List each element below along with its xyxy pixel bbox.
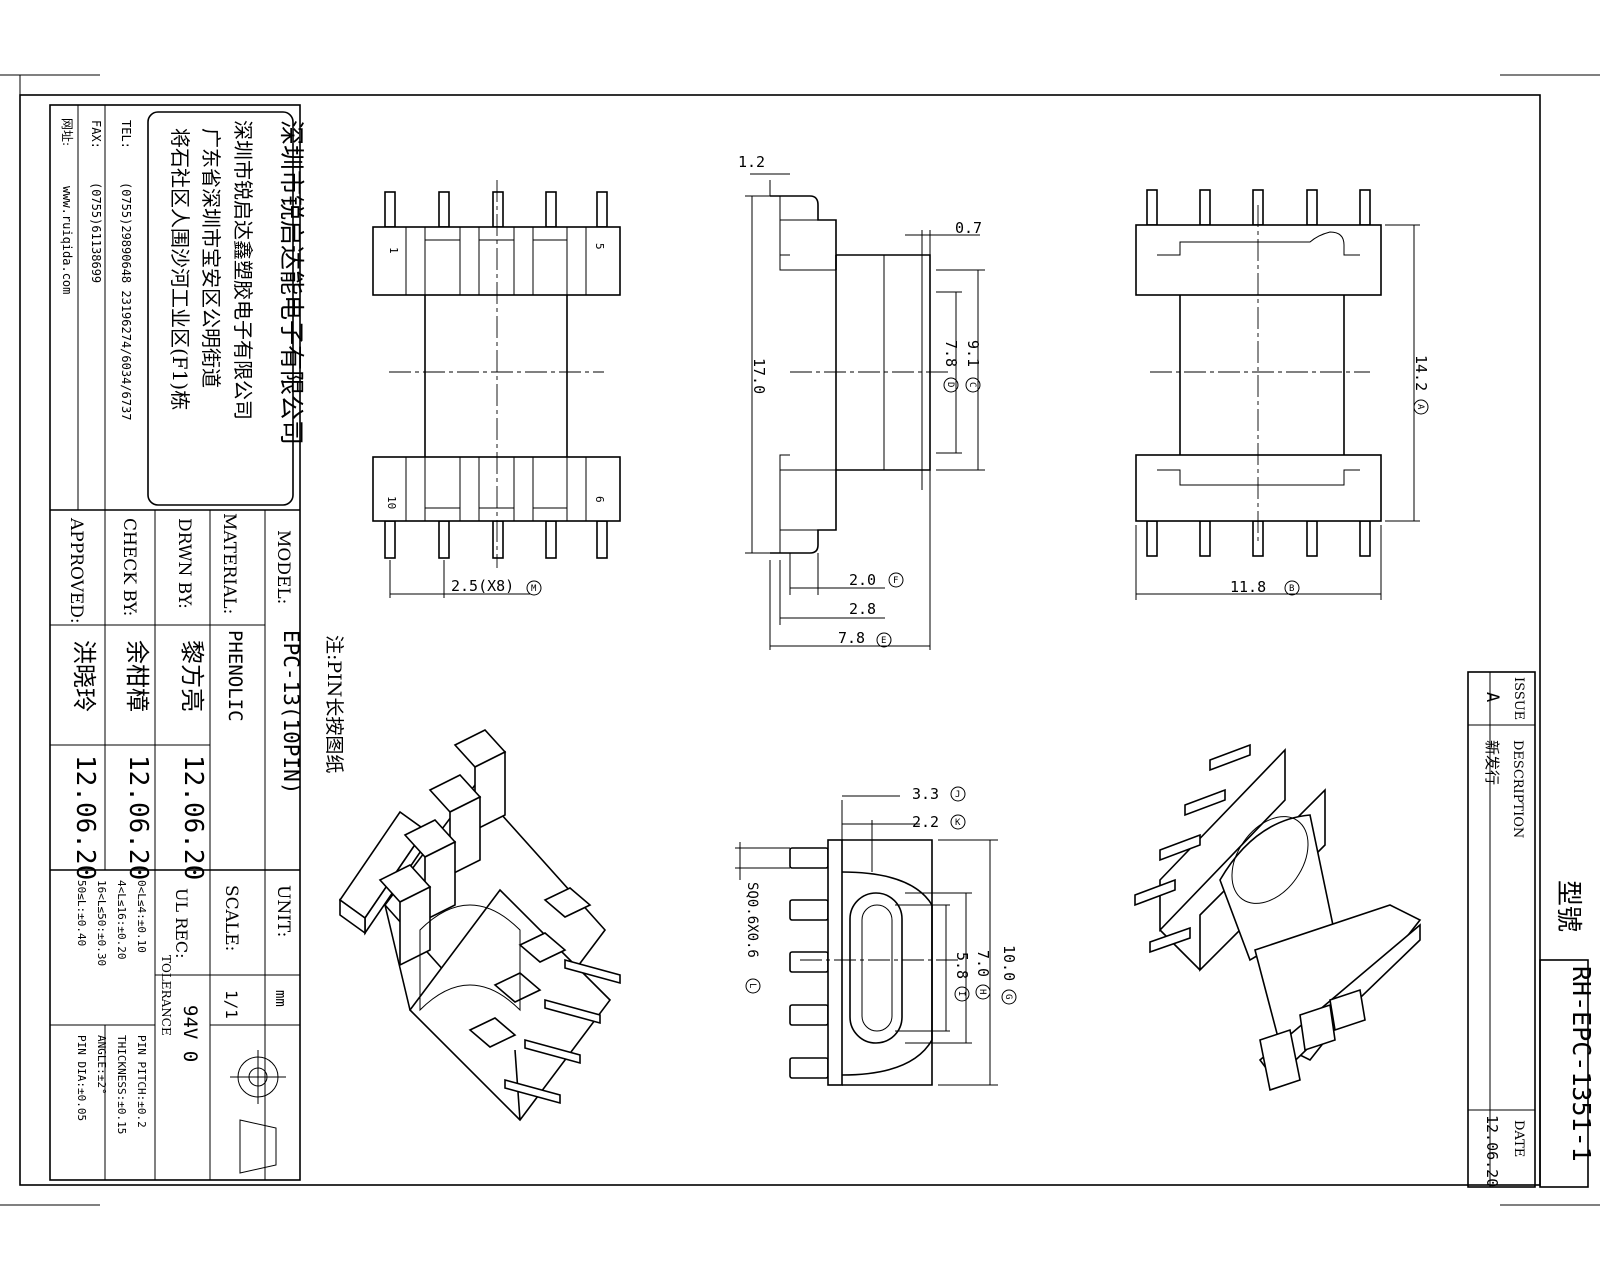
dim-3-3: 3.3 <box>912 785 939 803</box>
dim-tag-f: F <box>888 572 904 588</box>
model-no-value: RH-EPC-1351-1 <box>1567 966 1596 1162</box>
projection-symbol-icon <box>230 1050 286 1174</box>
unit-label: UNIT: <box>273 885 293 937</box>
pin-label-6: 6 <box>593 496 606 503</box>
web-label: 网址: <box>60 118 74 146</box>
dim-10-0: 10.0 <box>1000 945 1018 981</box>
pin-label-10: 10 <box>385 496 398 509</box>
dim-11-8: 11.8 <box>1230 578 1266 596</box>
date-label: DATE <box>1511 1120 1526 1157</box>
fax-label: FAX: <box>89 120 103 149</box>
date-value: 12.06.20 <box>1483 1115 1501 1187</box>
dim-2-8: 2.8 <box>849 600 876 618</box>
drawing-frame <box>19 94 1541 1186</box>
tol2-3: ANGLE:±2° <box>95 1035 108 1095</box>
dim-tag-m-text: M <box>531 584 537 594</box>
dim-tag-l: L <box>747 983 757 988</box>
tol2-4: PIN DIA:±0.05 <box>75 1035 88 1121</box>
dim-tag-b-text: B <box>1289 584 1294 594</box>
pin-note: 注:PIN长按图纸 <box>323 635 345 773</box>
approved-name: 洪晓玲 <box>70 640 98 712</box>
tel-label: TEL: <box>119 120 133 149</box>
approved-date: 12.06.20 <box>70 755 100 880</box>
company-name: 深圳市锐启达能电子有限公司 <box>277 120 306 445</box>
dim-tag-i: I <box>956 991 966 996</box>
sheet-corner-marks <box>0 74 1600 1206</box>
dim-tag-j: J <box>950 786 966 802</box>
isometric-view-right <box>1134 743 1422 1092</box>
view-bottom <box>1135 189 1420 600</box>
approved-label: APPROVED: <box>66 517 86 624</box>
title-block <box>49 104 301 1181</box>
tol2-1: PIN PITCH:±0.2 <box>135 1035 148 1128</box>
check-label: CHECK BY: <box>119 518 139 616</box>
dim-tag-k-text: K <box>955 818 961 828</box>
dim-2-0: 2.0 <box>849 571 876 589</box>
dim-tag-a: A <box>1415 404 1425 410</box>
model-label: MODEL: <box>273 530 293 604</box>
dim-17-0: 17.0 <box>750 358 768 394</box>
dim-sq: SQ0.6X0.6 <box>744 882 760 958</box>
issue-value: A <box>1482 692 1502 702</box>
web-value: www.ruiqida.com <box>60 186 74 294</box>
tol-2: 4<L≤16:±0.20 <box>115 880 128 959</box>
tol-1: 0<L≤4:±0.10 <box>135 880 148 953</box>
ul-value: 94V 0 <box>179 1005 201 1062</box>
factory-name: 深圳市锐启达鑫塑胶电子有限公司 <box>231 120 255 420</box>
tol2-2: THICKNESS:±0.15 <box>115 1035 128 1134</box>
address-line-1: 广东省深圳市宝安区公明街道 <box>199 128 223 388</box>
dim-14-2: 14.2 <box>1412 355 1430 391</box>
dim-7-8: 7.8 <box>942 340 960 367</box>
dim-pin-pitch: 2.5(X8) <box>451 577 514 595</box>
dim-0-7: 0.7 <box>955 219 982 237</box>
dim-tag-e-text: E <box>881 636 886 646</box>
scale-label: SCALE: <box>221 885 241 951</box>
revision-block <box>1467 671 1589 1188</box>
dim-1-2: 1.2 <box>738 153 765 171</box>
description-value: 新发行 <box>1483 740 1501 785</box>
tol-4: 50≤L:±0.40 <box>75 880 88 946</box>
address-line-2: 将石社区人围沙河工业区(F1)栋 <box>168 128 192 410</box>
dim-tag-f-text: F <box>893 576 898 586</box>
unit-value: mm <box>272 990 288 1007</box>
tolerance-label: TOLERANCE <box>159 955 173 1036</box>
pin-label-1: 1 <box>387 247 400 254</box>
dim-tag-m: M <box>526 580 542 596</box>
dim-tag-h: H <box>977 989 987 994</box>
view-end <box>735 795 998 1086</box>
dim-2-2: 2.2 <box>912 813 939 831</box>
scale-value: 1/1 <box>222 990 241 1019</box>
check-name: 余柑樟 <box>123 640 151 712</box>
model-no-label: 型號 <box>1553 880 1583 932</box>
tol-3: 16<L≤50:±0.30 <box>95 880 108 966</box>
isometric-view-left <box>338 729 621 1122</box>
description-label: DESCRIPTION <box>1510 740 1525 838</box>
dim-5-8: 5.8 <box>953 952 971 979</box>
issue-label: ISSUE <box>1511 677 1526 720</box>
dim-tag-c: C <box>967 382 977 387</box>
dim-tag-b: B <box>1284 580 1300 596</box>
material-value: PHENOLIC <box>224 630 246 722</box>
drwn-name: 黎方亮 <box>178 640 206 712</box>
material-label: MATERIAL: <box>219 513 239 614</box>
view-side <box>745 173 985 650</box>
dim-tag-e: E <box>876 632 892 648</box>
check-date: 12.06.20 <box>123 755 153 880</box>
ul-label: UL REC: <box>172 888 191 959</box>
dim-tag-k: K <box>950 814 966 830</box>
dim-7-0: 7.0 <box>974 950 992 977</box>
drwn-label: DRWN BY: <box>174 518 194 609</box>
drwn-date: 12.06.20 <box>178 755 208 880</box>
dim-tag-j-text: J <box>955 790 960 800</box>
fax-value: (0755)61138699 <box>89 182 103 283</box>
tel-value: (0755)29890648 23196274/6034/6737 <box>119 182 133 420</box>
pin-label-5: 5 <box>593 243 606 250</box>
dim-9-1: 9.1 <box>964 340 982 367</box>
dim-tag-g: G <box>1003 994 1013 999</box>
model-value: EPC-13(10PIN) <box>279 630 303 794</box>
dim-tag-d: D <box>945 382 955 387</box>
view-top <box>372 180 621 598</box>
dim-7-8b: 7.8 <box>838 629 865 647</box>
